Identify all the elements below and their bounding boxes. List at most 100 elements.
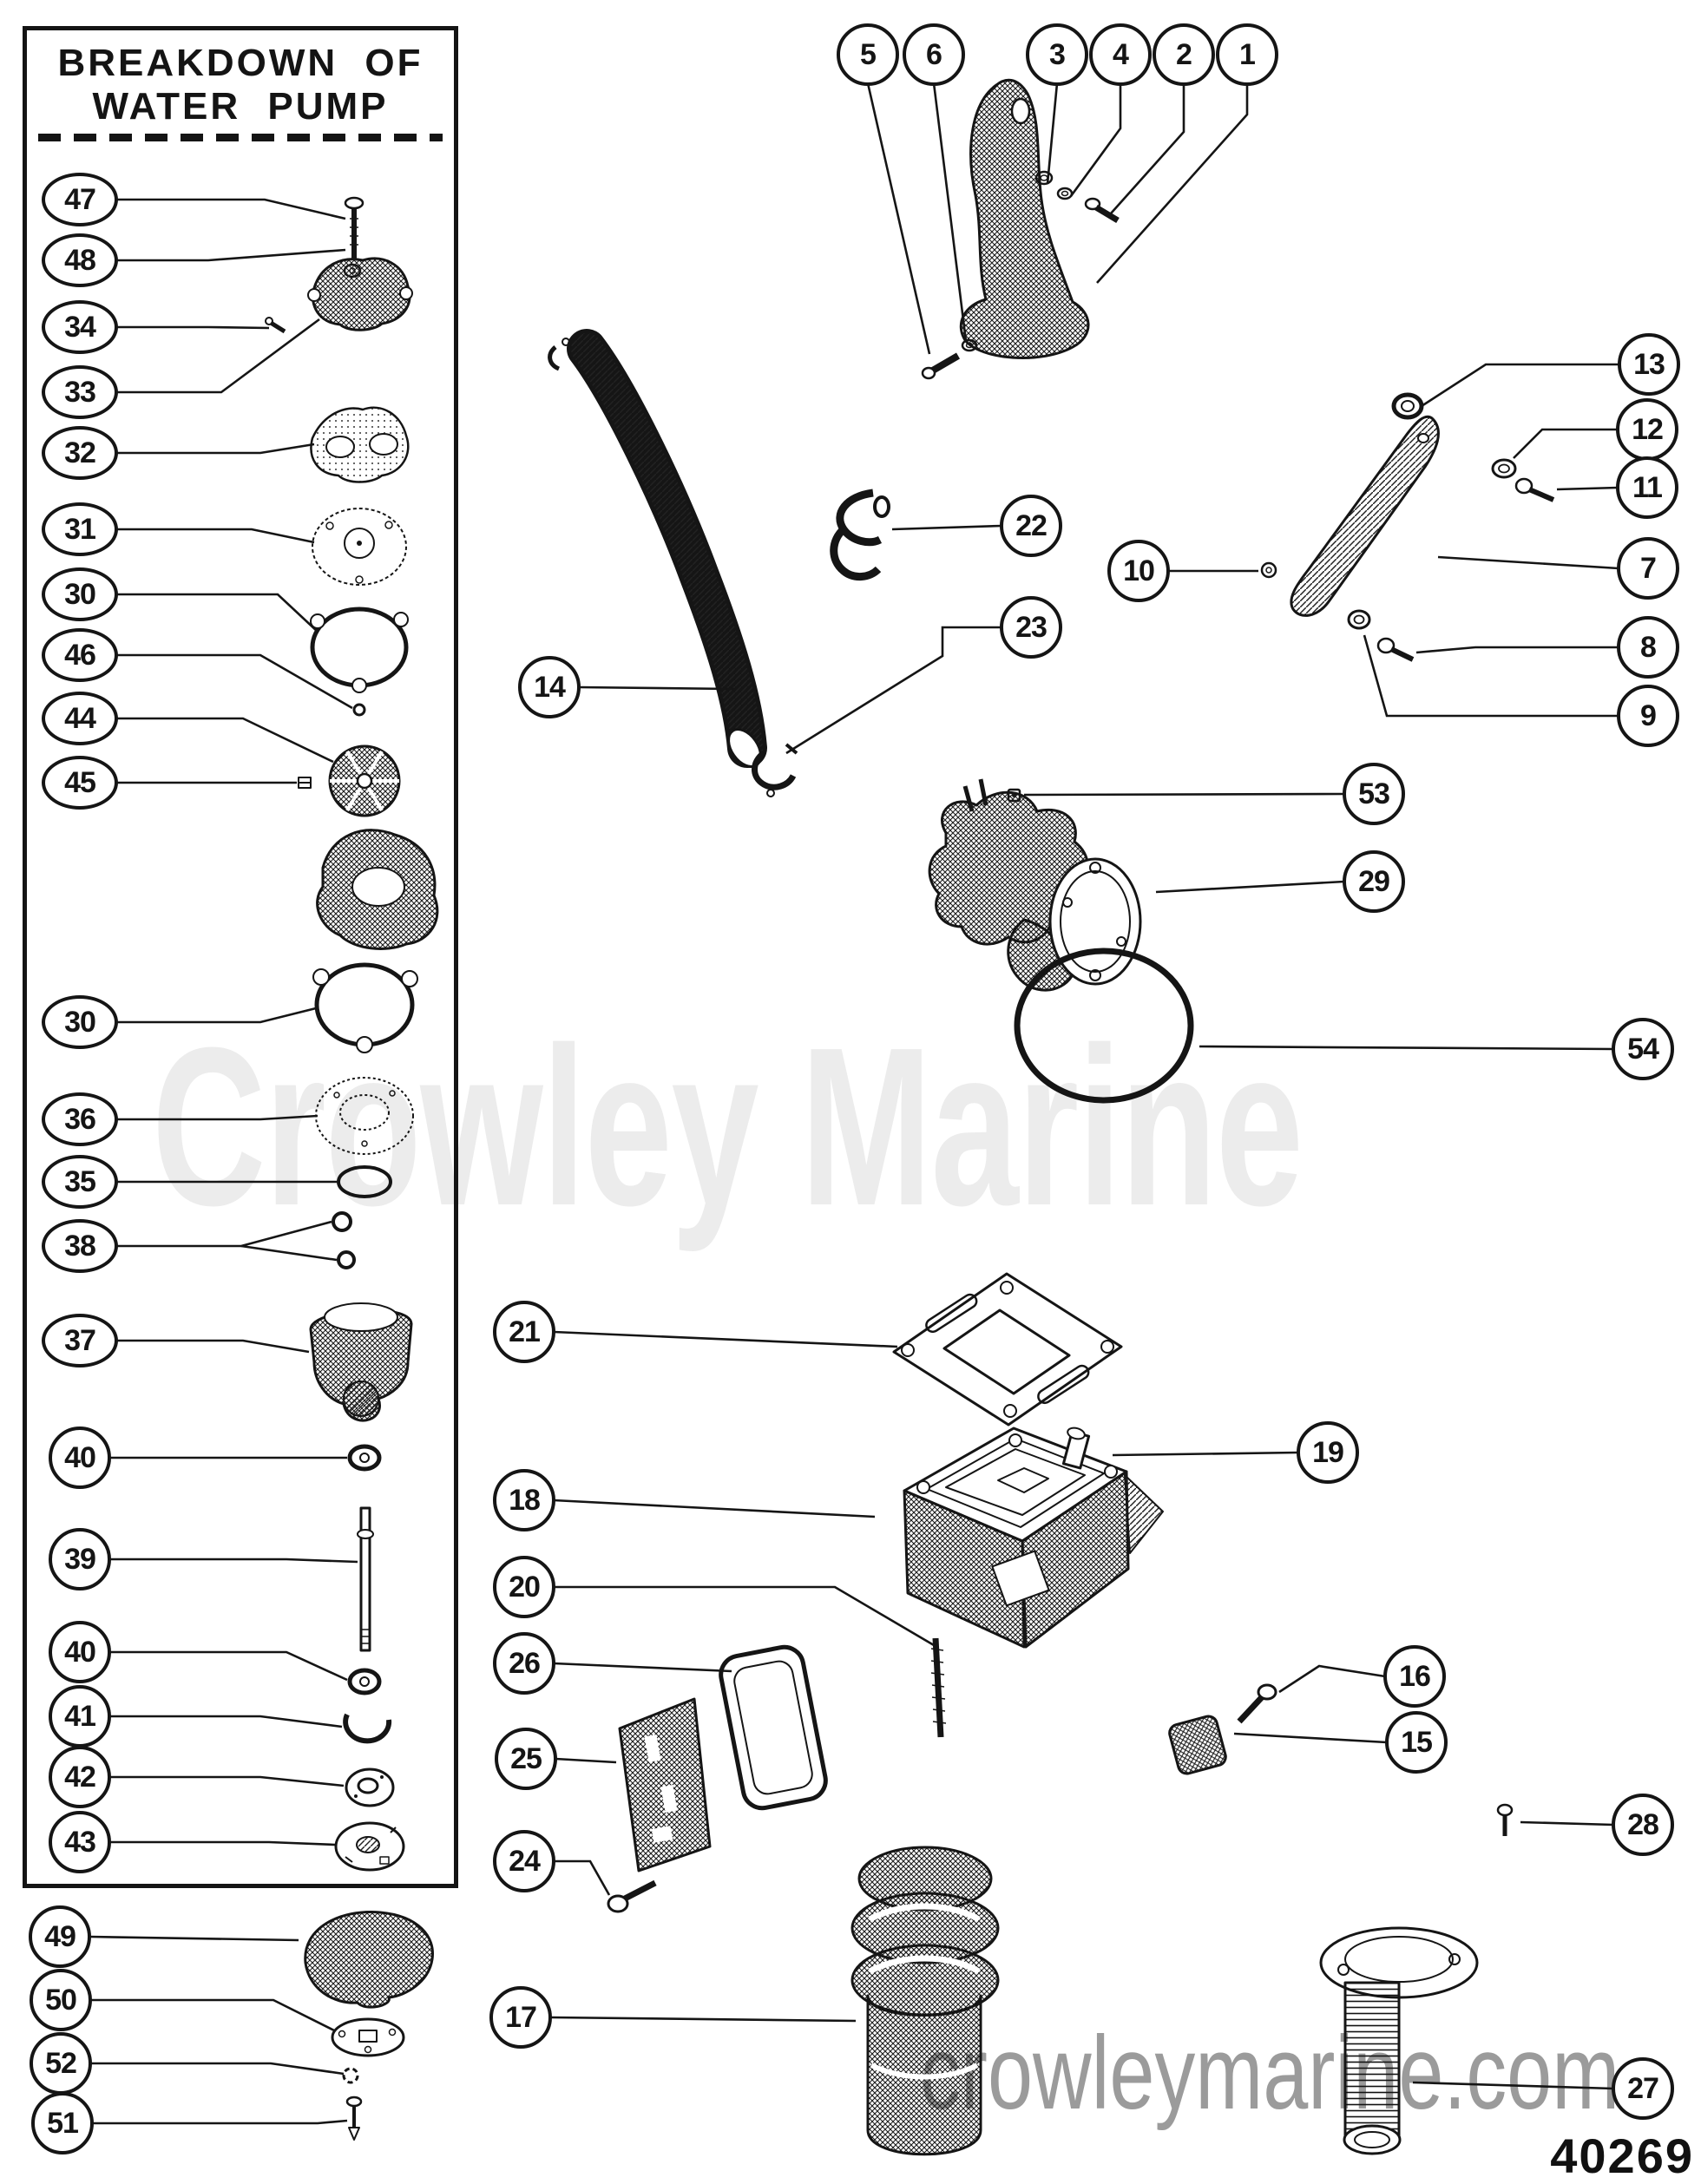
part-49-water-pocket-cover [304,1911,434,2009]
leader-line-9 [1363,634,1619,718]
leader-line-51 [92,2119,348,2125]
breakdown-box [23,26,458,1888]
leader-line-40 [109,1650,348,1682]
leader-line-4 [1069,83,1122,197]
leader-line-30 [115,1007,317,1024]
part-33-pump-body [307,257,413,331]
part-50-plate [331,2017,405,2057]
leader-line-24 [554,1859,611,1896]
leader-line-19 [1112,1451,1299,1457]
leader-line-5 [866,82,931,355]
leader-line-13 [1421,363,1619,408]
part-45-drive-pin [298,777,312,789]
callout-23: 23 [1000,596,1062,659]
leader-line-2 [1110,83,1185,214]
leader-line-1 [1096,83,1249,284]
callout-15: 15 [1385,1711,1448,1774]
leader-line-25 [555,1757,617,1764]
part-10-nut [1260,561,1277,579]
leader-line-27 [1412,2081,1614,2090]
part-1-shift-bracket [959,78,1090,359]
leader-line-7 [1437,555,1619,570]
part-7-shift-lever [1290,415,1440,617]
leader-line-28 [1520,1820,1614,1827]
part-51-screw [345,2095,363,2141]
callout-46: 46 [42,628,118,682]
callout-39: 39 [49,1528,111,1590]
callout-4: 4 [1089,23,1152,86]
leader-line-32 [115,443,315,455]
part-11-screw [1514,477,1555,502]
callout-41: 41 [49,1685,111,1748]
leader-line-37 [115,1339,310,1354]
callout-42: 42 [49,1746,111,1808]
part-52-clip [342,2067,359,2084]
leader-line-14 [578,685,735,691]
callout-1: 1 [1216,23,1278,86]
leader-line-43 [109,1840,336,1846]
leader-line-3 [1046,82,1059,185]
part-54-o-ring [1014,948,1194,1104]
leader-line-52 [90,2062,345,2076]
leader-line-48 [115,248,346,262]
drawing-number: 40269 [1550,2128,1694,2183]
watermark-crowley-marine: Crowley Marine [152,1001,1304,1253]
part-15-plug [1168,1715,1227,1775]
leader-line-21 [553,1330,898,1348]
callout-49: 49 [29,1905,91,1968]
leader-line-47 [115,198,346,220]
part-31-face-plate [312,508,407,586]
leader-line-44 [115,717,334,764]
leader-line-18 [553,1499,876,1518]
callout-30: 30 [42,995,118,1049]
part-40-seal-upper [347,1444,382,1472]
part-16-screw [1237,1683,1277,1724]
callout-11: 11 [1616,456,1678,519]
callout-14: 14 [518,656,581,718]
watermark-crowleymarine-com: crowleymarine.com [920,2015,1620,2131]
leader-line-53 [1023,792,1345,797]
callout-31: 31 [42,502,118,556]
callout-7: 7 [1617,537,1679,600]
callout-5: 5 [837,23,899,86]
leader-line-12 [1513,428,1618,459]
callout-30: 30 [42,567,118,621]
callout-33: 33 [42,365,118,419]
part-20-stud [930,1637,947,1738]
callout-29: 29 [1343,850,1405,913]
part-28-screw [1496,1803,1514,1836]
part-44-impeller [328,744,401,817]
part-46-key [352,703,366,717]
callout-18: 18 [493,1469,555,1531]
part-40-seal-lower [347,1668,382,1695]
part-25-side-plate [618,1697,712,1872]
leader-line-23 [785,626,1002,755]
leader-line-36 [115,1114,319,1121]
callout-17: 17 [489,1986,552,2049]
part-27-thermostat-fitting [1319,1926,1479,2155]
callout-13: 13 [1618,333,1680,396]
callout-26: 26 [493,1632,555,1695]
callout-27: 27 [1612,2057,1674,2120]
leader-line-11 [1556,486,1619,491]
callout-53: 53 [1343,763,1405,825]
part-41-retaining-ring [343,1713,392,1744]
callout-34: 34 [42,300,118,354]
part-24-screw [607,1879,657,1913]
callout-6: 6 [903,23,965,86]
leader-line-26 [553,1662,732,1673]
part-32-gasket [310,406,410,483]
callout-47: 47 [42,173,118,226]
leader-line-50 [90,1998,335,2032]
part-5-bolt [921,352,961,380]
callout-48: 48 [42,233,118,287]
part-21-gasket [892,1272,1123,1426]
leader-line-30 [115,593,319,633]
part-47-screw [344,196,364,259]
callout-35: 35 [42,1155,118,1209]
leader-line-38 [240,1244,338,1262]
part-30-gasket-upper [310,607,409,693]
callout-43: 43 [49,1811,111,1873]
leader-line-31 [115,528,315,544]
